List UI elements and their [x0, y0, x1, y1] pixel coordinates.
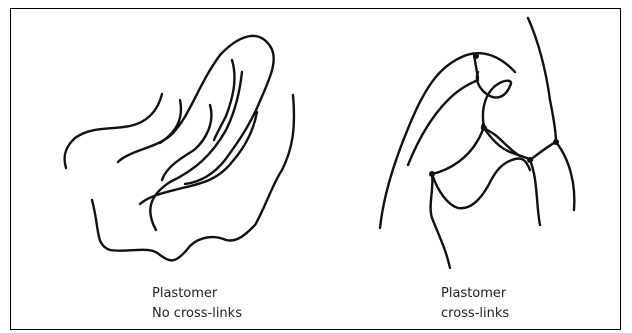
crosslink-node — [473, 53, 479, 59]
chain — [431, 174, 450, 268]
chain — [65, 94, 162, 168]
caption-subtitle: cross-links — [441, 304, 509, 324]
chain — [162, 105, 211, 180]
caption-title: Plastomer — [152, 284, 242, 304]
caption-subtitle: No cross-links — [152, 304, 242, 324]
crosslink-node — [429, 171, 435, 177]
chain — [556, 142, 574, 210]
caption-title: Plastomer — [441, 284, 509, 304]
chain — [432, 158, 530, 208]
chain — [118, 36, 274, 184]
chain — [530, 142, 556, 160]
caption-no-crosslinks: Plastomer No cross-links — [152, 284, 242, 324]
chain — [432, 124, 484, 174]
crosslinked-network — [380, 18, 574, 268]
chain — [484, 128, 520, 156]
crosslink-node — [553, 139, 559, 145]
caption-crosslinks: Plastomer cross-links — [441, 284, 509, 324]
chain — [92, 95, 294, 260]
chain — [408, 80, 478, 165]
chain — [140, 112, 257, 204]
crosslink-node — [527, 157, 533, 163]
chain — [528, 18, 556, 142]
uncrosslinked-chains — [65, 36, 294, 260]
chain — [214, 60, 234, 140]
chain — [530, 160, 540, 225]
chain — [477, 72, 511, 128]
crosslink-node — [481, 125, 487, 131]
